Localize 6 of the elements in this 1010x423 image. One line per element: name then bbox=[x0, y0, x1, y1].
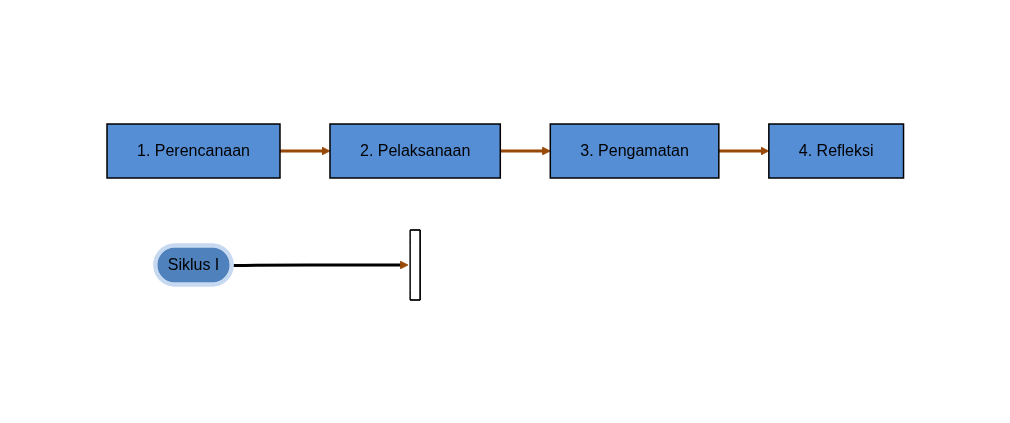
node-box: 4. Refleksi bbox=[767, 122, 904, 179]
arrow bbox=[500, 146, 551, 155]
node-box: 3. Pengamatan bbox=[549, 122, 720, 179]
arrow bbox=[718, 146, 769, 155]
node-box: 1. Perencanaan bbox=[106, 122, 281, 179]
node-box: 2. Pelaksanaan bbox=[328, 122, 501, 179]
